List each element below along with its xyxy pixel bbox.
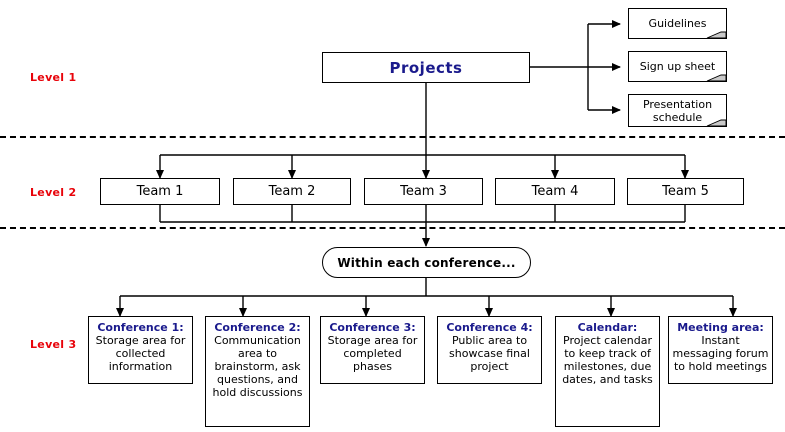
document-label: Guidelines xyxy=(648,17,707,30)
within-each-conference-node[interactable]: Within each conference... xyxy=(322,247,531,278)
calendar-body: Project calendar to keep track of milest… xyxy=(562,334,653,386)
meeting-area-card[interactable]: Meeting area: Instant messaging forum to… xyxy=(668,316,773,384)
projects-node[interactable]: Projects xyxy=(322,52,530,83)
team-node-3[interactable]: Team 3 xyxy=(364,178,483,205)
projects-label: Projects xyxy=(389,58,463,77)
level-1-label: Level 1 xyxy=(30,71,77,84)
conference-card-4[interactable]: Conference 4: Public area to showcase fi… xyxy=(437,316,542,384)
conference-title: Conference 2: xyxy=(214,321,301,334)
calendar-card[interactable]: Calendar: Project calendar to keep track… xyxy=(555,316,660,427)
level-2-label: Level 2 xyxy=(30,186,77,199)
conference-title: Conference 3: xyxy=(329,321,416,334)
team-node-2[interactable]: Team 2 xyxy=(233,178,351,205)
team-node-4[interactable]: Team 4 xyxy=(495,178,615,205)
page-fold-icon xyxy=(706,31,727,39)
team-label: Team 5 xyxy=(662,184,709,199)
within-each-conference-label: Within each conference... xyxy=(337,255,516,270)
conference-title: Conference 1: xyxy=(97,321,184,334)
conference-card-1[interactable]: Conference 1: Storage area for collected… xyxy=(88,316,193,384)
document-sign-up-sheet[interactable]: Sign up sheet xyxy=(628,51,727,82)
team-label: Team 4 xyxy=(531,184,579,199)
level-divider-1 xyxy=(0,136,785,138)
team-label: Team 2 xyxy=(268,184,316,199)
conference-body: Storage area for collected information xyxy=(95,334,186,373)
conference-body: Storage area for completed phases xyxy=(327,334,418,373)
team-node-5[interactable]: Team 5 xyxy=(627,178,744,205)
calendar-title: Calendar: xyxy=(577,321,638,334)
meeting-area-body: Instant messaging forum to hold meetings xyxy=(672,334,769,373)
team-node-1[interactable]: Team 1 xyxy=(100,178,220,205)
document-presentation-schedule[interactable]: Presentation schedule xyxy=(628,94,727,127)
team-label: Team 1 xyxy=(136,184,184,199)
conference-title: Conference 4: xyxy=(446,321,533,334)
document-guidelines[interactable]: Guidelines xyxy=(628,8,727,39)
conference-card-3[interactable]: Conference 3: Storage area for completed… xyxy=(320,316,425,384)
team-label: Team 3 xyxy=(400,184,447,199)
document-label: Sign up sheet xyxy=(639,60,716,73)
conference-card-2[interactable]: Conference 2: Communication area to brai… xyxy=(205,316,310,427)
meeting-area-title: Meeting area: xyxy=(677,321,764,334)
conference-body: Communication area to brainstorm, ask qu… xyxy=(212,334,303,399)
level-3-label: Level 3 xyxy=(30,338,77,351)
conference-body: Public area to showcase final project xyxy=(449,334,530,373)
level-divider-2 xyxy=(0,227,785,229)
document-label: Presentation schedule xyxy=(642,97,713,124)
